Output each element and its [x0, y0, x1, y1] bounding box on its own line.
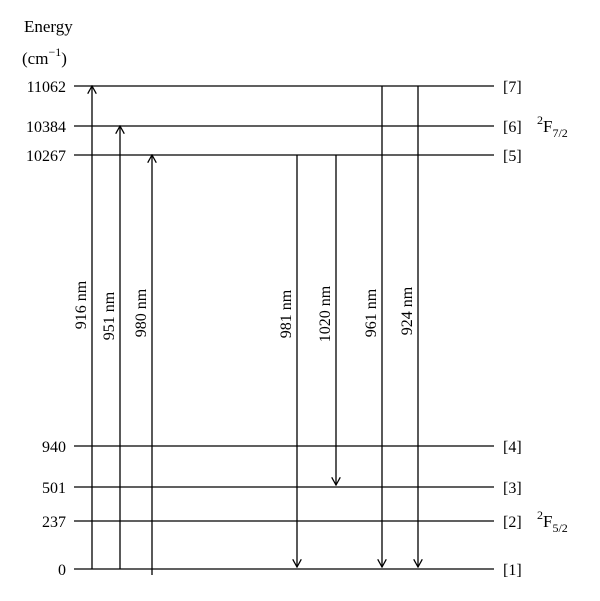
level-energy: 10267 — [26, 148, 66, 165]
manifold-upper-label: 2F7/2 — [537, 113, 568, 140]
transition-label: 916 nm — [73, 280, 90, 329]
level-energy: 11062 — [27, 79, 66, 96]
level-label: [3] — [503, 480, 522, 497]
transition-951nm: 951 nm — [101, 126, 120, 569]
levels-group: 11062 [7] 10384 [6] 10267 [5] 940 [4] 50… — [26, 79, 522, 579]
transition-980nm: 980 nm — [133, 155, 152, 575]
level-energy: 501 — [42, 480, 66, 497]
transition-label: 924 nm — [399, 286, 416, 335]
level-label: [2] — [503, 514, 522, 531]
transition-label: 951 nm — [101, 291, 118, 340]
manifold-lower-label: 2F5/2 — [537, 508, 568, 535]
transition-label: 1020 nm — [317, 285, 334, 342]
level-label: [6] — [503, 119, 522, 136]
transition-label: 961 nm — [363, 288, 380, 337]
level-label: [1] — [503, 562, 522, 579]
level-label: [5] — [503, 148, 522, 165]
level-7: 11062 [7] — [27, 79, 522, 96]
level-5: 10267 [5] — [26, 148, 522, 165]
level-energy: 10384 — [26, 119, 66, 136]
transition-961nm: 961 nm — [363, 86, 382, 567]
transition-916nm: 916 nm — [73, 86, 92, 569]
level-4: 940 [4] — [42, 439, 522, 456]
level-energy: 940 — [42, 439, 66, 456]
axis-title-line1: Energy — [24, 17, 73, 36]
transition-981nm: 981 nm — [278, 155, 297, 567]
transitions-group: 916 nm 951 nm 980 nm 981 nm 1020 nm 961 … — [73, 86, 418, 575]
transition-label: 980 nm — [133, 288, 150, 337]
level-label: [4] — [503, 439, 522, 456]
level-1: 0 [1] — [58, 562, 522, 579]
transition-924nm: 924 nm — [399, 86, 418, 567]
level-label: [7] — [503, 79, 522, 96]
level-3: 501 [3] — [42, 480, 522, 497]
transition-1020nm: 1020 nm — [317, 155, 336, 485]
level-6: 10384 [6] — [26, 119, 522, 136]
level-energy: 237 — [42, 514, 66, 531]
level-2: 237 [2] — [42, 514, 522, 531]
level-energy: 0 — [58, 562, 66, 579]
axis-title-line2: (cm−1) — [22, 45, 67, 68]
transition-label: 981 nm — [278, 289, 295, 338]
